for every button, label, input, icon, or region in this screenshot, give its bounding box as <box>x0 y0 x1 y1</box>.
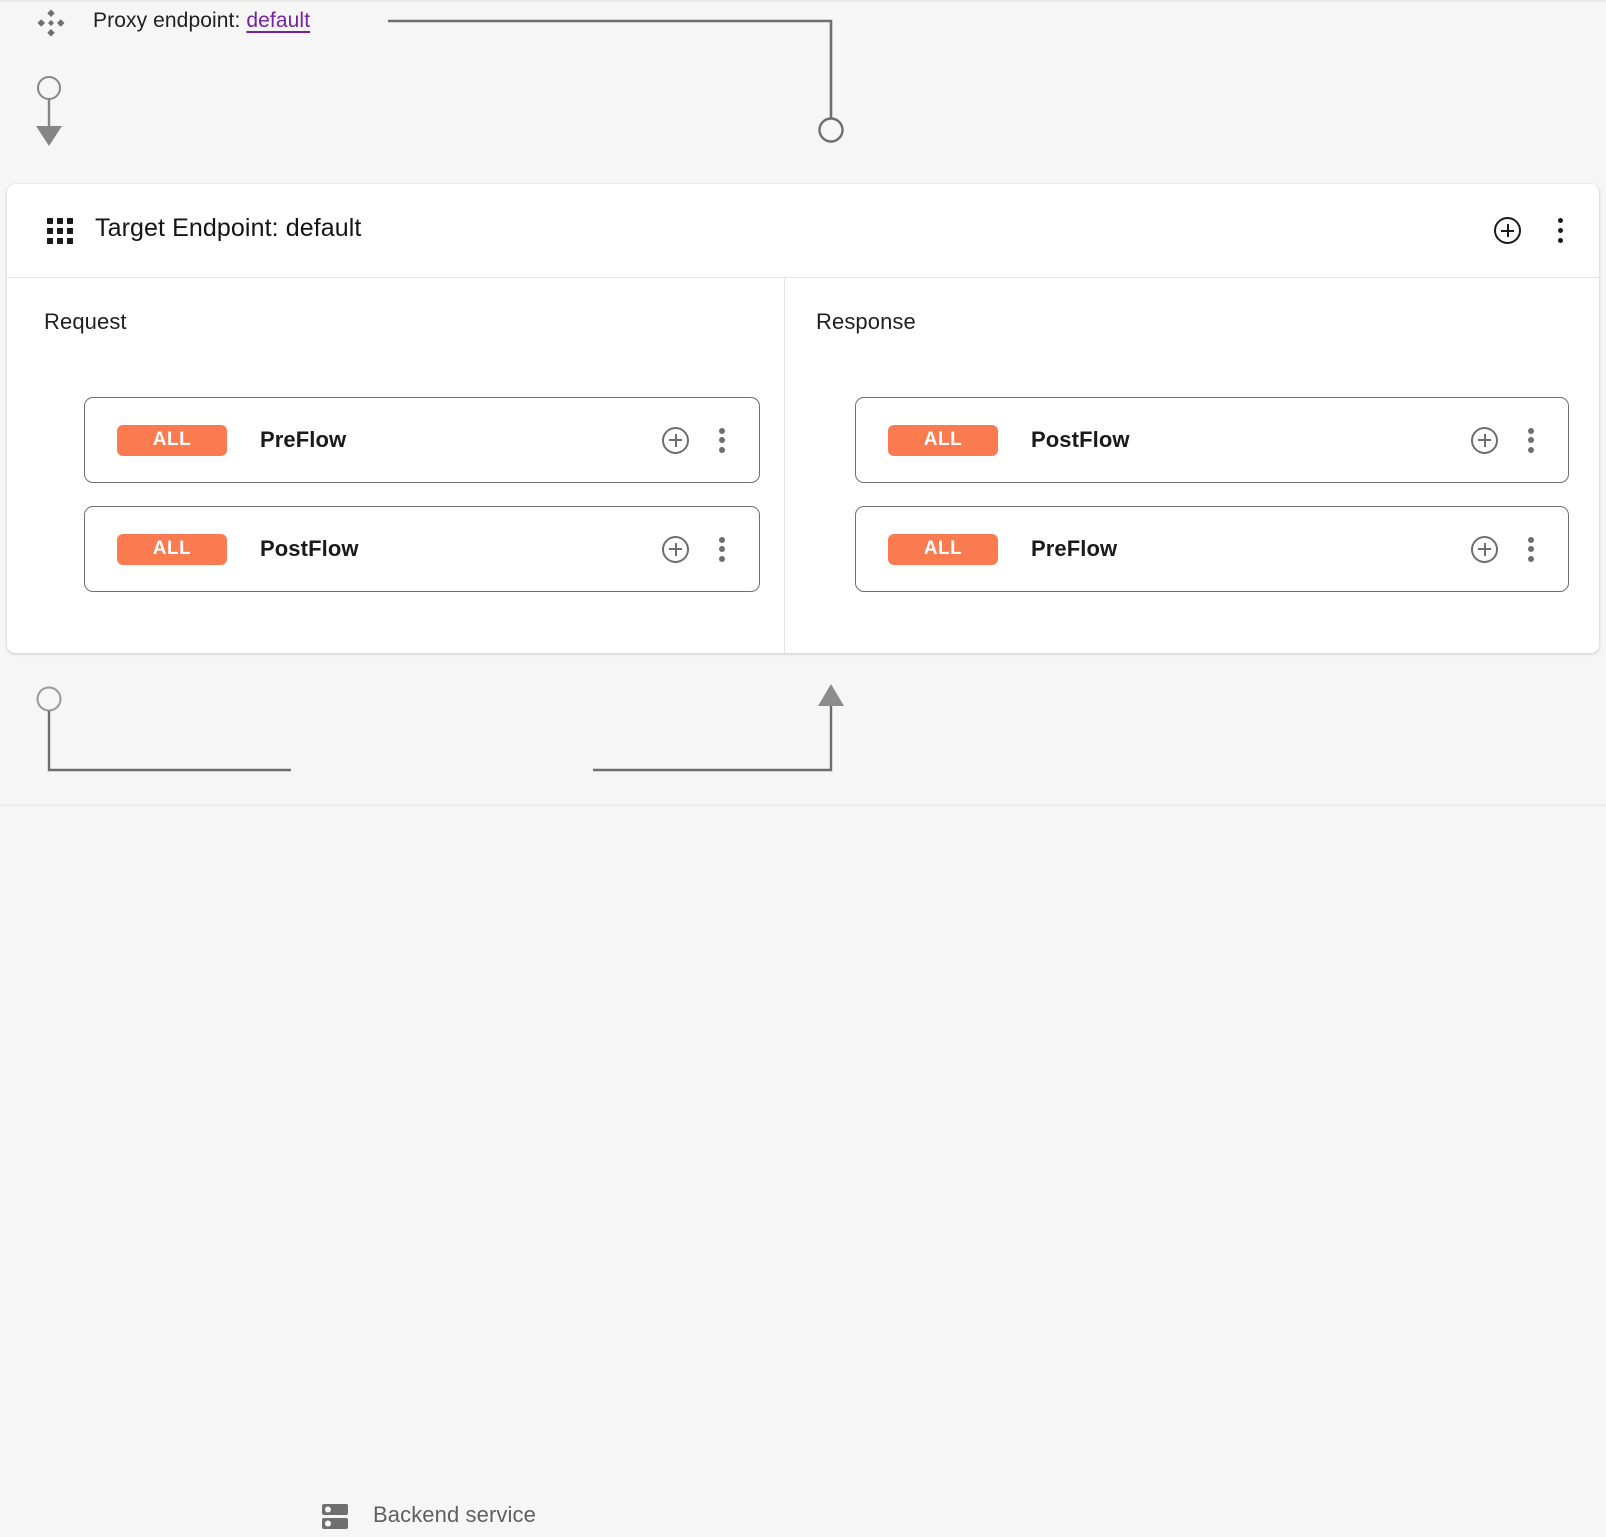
flow-name: PreFlow <box>1031 536 1118 561</box>
more-options-icon[interactable] <box>1549 217 1571 244</box>
target-endpoint-header: Target Endpoint: default <box>7 184 1599 278</box>
connector-node-proxy-out <box>37 76 61 100</box>
kebab-dot <box>1528 437 1534 443</box>
flow-row-actions <box>662 535 733 563</box>
backend-service-label: Backend service <box>373 1502 536 1527</box>
connector-node-target-in <box>818 117 844 143</box>
hub-diamond-icon <box>36 8 66 38</box>
kebab-dot <box>1557 228 1563 233</box>
kebab-dot <box>719 536 725 543</box>
more-options-icon[interactable] <box>711 536 733 563</box>
status-badge: ALL <box>888 533 998 565</box>
proxy-endpoint-row: Proxy endpoint: default <box>0 0 1606 48</box>
add-policy-icon[interactable] <box>1471 426 1498 454</box>
status-badge: ALL <box>888 424 998 456</box>
add-policy-icon[interactable] <box>662 535 689 563</box>
flow-row-actions <box>1471 535 1542 563</box>
request-column: Request ALL PreFlow ALL PostFlow <box>7 278 785 653</box>
kebab-dot <box>719 546 725 552</box>
response-column-title: Response <box>816 309 916 334</box>
top-hairline <box>0 0 1606 2</box>
target-endpoint-card: Target Endpoint: default Request ALL Pre… <box>7 184 1599 653</box>
status-badge: ALL <box>117 424 227 456</box>
connector-arrow-proxy-down <box>36 126 62 146</box>
status-badge: ALL <box>117 533 227 565</box>
kebab-dot <box>1528 546 1534 552</box>
connector-node-target-out <box>36 686 62 712</box>
flow-row[interactable]: ALL PreFlow <box>855 506 1569 592</box>
kebab-dot <box>719 446 725 453</box>
connector-arrow-backend-up <box>818 684 844 706</box>
target-endpoint-header-actions <box>1494 184 1571 277</box>
add-policy-icon[interactable] <box>1494 217 1521 244</box>
kebab-dot <box>1528 427 1534 434</box>
response-column: Response ALL PostFlow ALL PreFlow <box>785 278 1598 653</box>
more-options-icon[interactable] <box>1520 536 1542 563</box>
kebab-dot <box>1557 238 1563 243</box>
kebab-dot <box>1528 536 1534 543</box>
backend-service-row: Backend service <box>0 745 1606 1529</box>
flow-row-actions <box>1471 426 1542 454</box>
flow-row-actions <box>662 426 733 454</box>
proxy-endpoint-label: Proxy endpoint: default <box>93 9 310 33</box>
flow-row[interactable]: ALL PostFlow <box>84 506 760 592</box>
bottom-hairline <box>0 804 1606 806</box>
proxy-endpoint-link[interactable]: default <box>246 9 311 32</box>
kebab-dot <box>719 437 725 443</box>
more-options-icon[interactable] <box>1520 427 1542 454</box>
grid-apps-icon <box>47 218 73 244</box>
flow-row[interactable]: ALL PostFlow <box>855 397 1569 483</box>
kebab-dot <box>1528 446 1534 453</box>
proxy-endpoint-label-text: Proxy endpoint: <box>93 9 241 32</box>
add-policy-icon[interactable] <box>1471 535 1498 563</box>
kebab-dot <box>719 555 725 562</box>
server-rack-icon <box>319 1500 351 1532</box>
flow-name: PostFlow <box>1031 427 1130 452</box>
request-column-title: Request <box>44 309 127 334</box>
kebab-dot <box>1557 218 1563 223</box>
kebab-dot <box>1528 555 1534 562</box>
flow-name: PostFlow <box>260 536 359 561</box>
kebab-dot <box>719 427 725 434</box>
flow-name: PreFlow <box>260 427 347 452</box>
more-options-icon[interactable] <box>711 427 733 454</box>
add-policy-icon[interactable] <box>662 426 689 454</box>
target-endpoint-body: Request ALL PreFlow ALL PostFlow <box>7 278 1599 653</box>
flow-row[interactable]: ALL PreFlow <box>84 397 760 483</box>
page-title: Target Endpoint: default <box>95 214 362 242</box>
